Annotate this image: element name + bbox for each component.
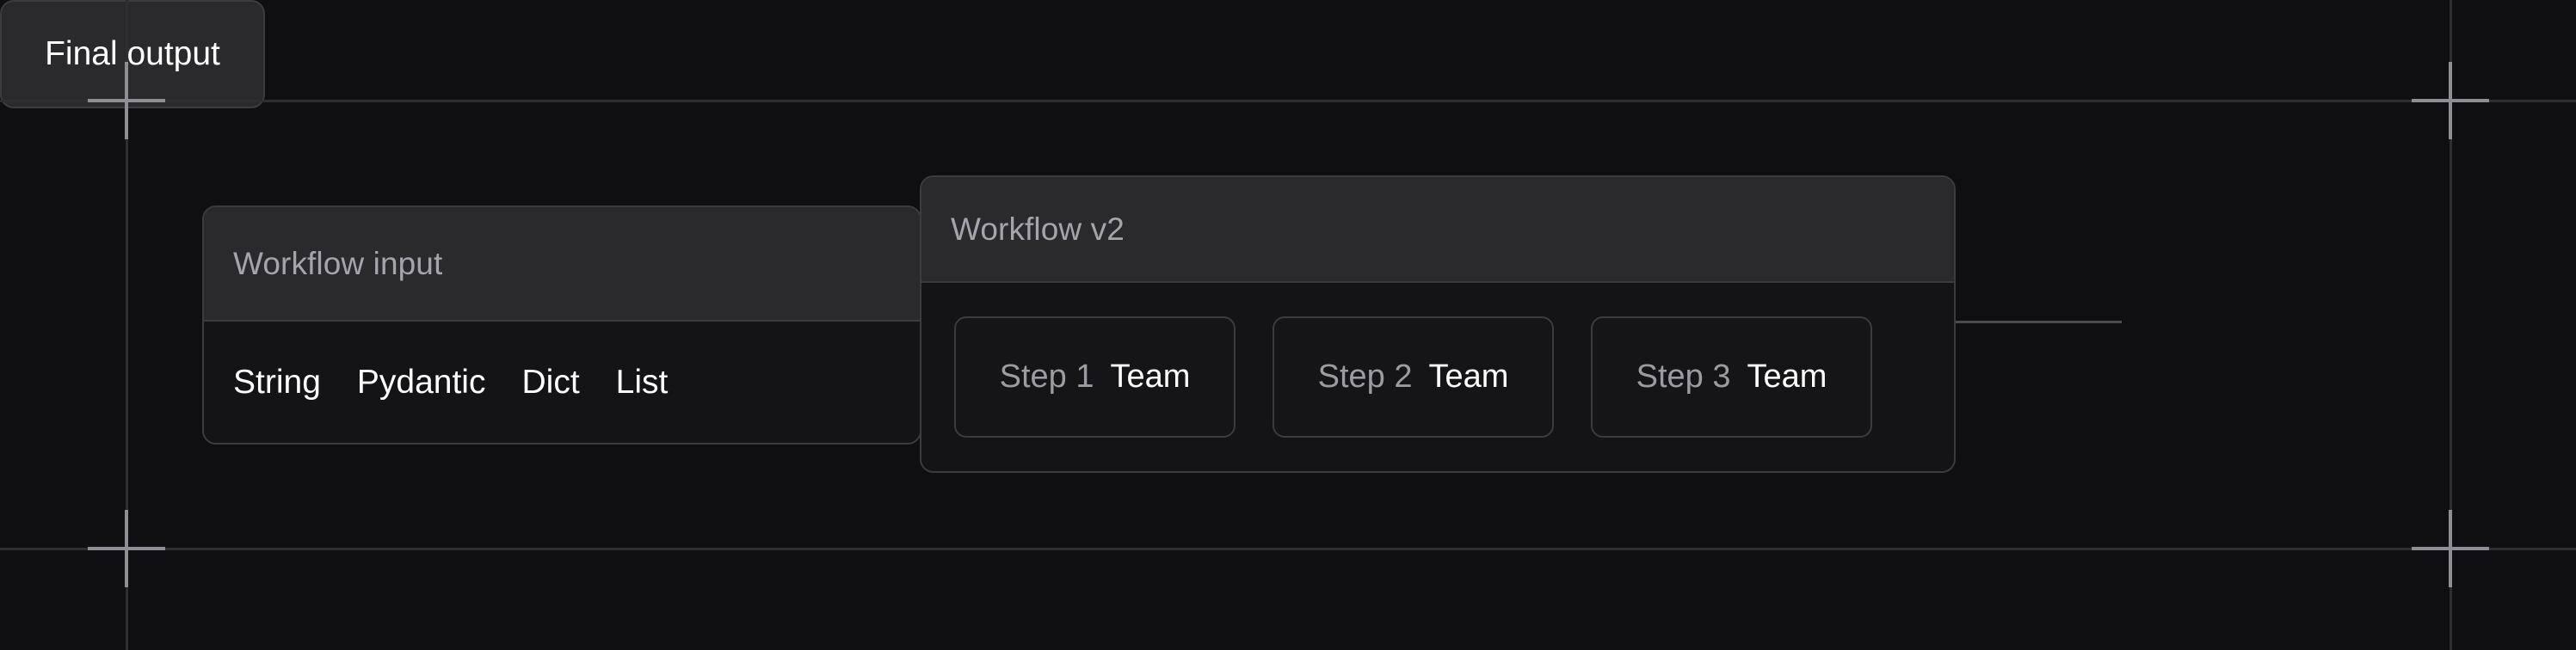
workflow-input-title: Workflow input xyxy=(204,207,920,322)
guide-line-vertical-left xyxy=(126,0,128,650)
step-3-label: Step 3 xyxy=(1636,359,1731,395)
node-final-output[interactable]: Final output xyxy=(0,0,265,108)
step-2-label: Step 2 xyxy=(1317,359,1413,395)
input-type-string[interactable]: String xyxy=(233,363,321,401)
node-workflow-input[interactable]: Workflow input String Pydantic Dict List xyxy=(202,205,921,445)
input-type-dict[interactable]: Dict xyxy=(521,363,580,401)
step-box-1[interactable]: Step 1 Team xyxy=(954,316,1236,438)
final-output-label: Final output xyxy=(45,35,220,72)
step-3-agent: Team xyxy=(1747,359,1827,395)
step-1-label: Step 1 xyxy=(999,359,1094,395)
guide-line-horizontal-top xyxy=(0,100,2576,102)
input-type-list[interactable]: List xyxy=(615,363,669,401)
workflow-v2-title: Workflow v2 xyxy=(921,177,1954,283)
step-box-2[interactable]: Step 2 Team xyxy=(1273,316,1554,438)
guide-line-vertical-right xyxy=(2450,0,2452,650)
workflow-v2-steps: Step 1 Team Step 2 Team Step 3 Team xyxy=(921,283,1954,471)
node-workflow-v2[interactable]: Workflow v2 Step 1 Team Step 2 Team Step… xyxy=(920,175,1956,473)
step-1-agent: Team xyxy=(1110,359,1191,395)
step-box-3[interactable]: Step 3 Team xyxy=(1591,316,1872,438)
input-type-pydantic[interactable]: Pydantic xyxy=(356,363,486,401)
workflow-input-types: String Pydantic Dict List xyxy=(204,322,920,443)
step-2-agent: Team xyxy=(1428,359,1509,395)
guide-line-horizontal-bottom xyxy=(0,548,2576,550)
edge-workflow-to-output xyxy=(1955,321,2122,323)
